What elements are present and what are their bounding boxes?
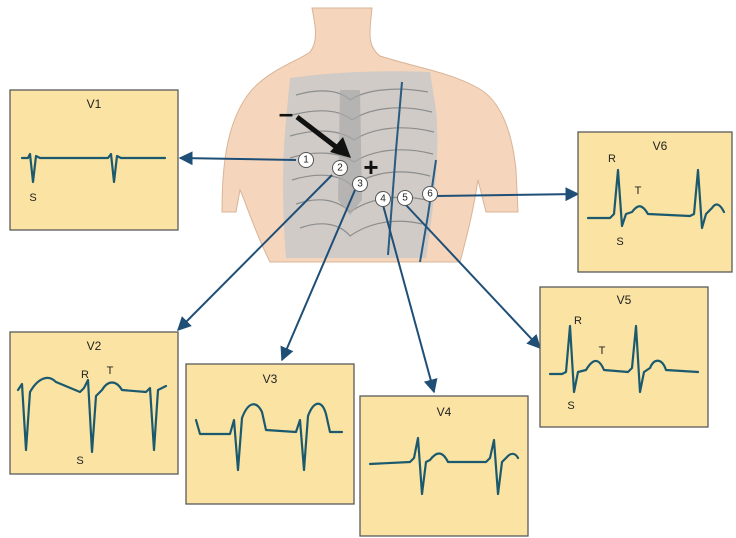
wave-label-v5-t: T [599,345,606,357]
lead-title-v3: V3 [263,372,278,386]
wave-label-v5-r: R [574,315,582,327]
positive-sign: + [363,152,378,182]
wave-label-v6-r: R [608,153,616,165]
lead-title-v6: V6 [653,139,668,153]
arrow-to-v5 [405,204,540,348]
svg-text:1: 1 [303,155,309,166]
wave-label-v6-t: T [635,185,642,197]
lead-panel-v3: V3 [186,364,354,504]
lead-panel-v4: V4 [360,396,528,536]
electrode-2: 2 [333,161,348,176]
electrode-4: 4 [376,192,391,207]
wave-label-v2-s: S [76,455,83,467]
lead-title-v5: V5 [617,293,632,307]
lead-panel-v6: V6 R T S [578,132,732,272]
electrode-3: 3 [353,177,368,192]
wave-label-v5-s: S [567,400,574,412]
wave-label-v6-s: S [616,236,623,248]
wave-label-v2-t: T [107,365,114,377]
lead-title-v2: V2 [87,339,102,353]
wave-label-v1-s: S [29,192,36,204]
svg-text:6: 6 [427,189,433,200]
lead-panel-v1: V1 S [10,90,178,230]
wave-label-v2-r: R [81,369,89,381]
svg-text:2: 2 [337,163,343,174]
svg-text:3: 3 [357,179,363,190]
lead-panel-v5-box [540,287,708,427]
torso-illustration [222,8,518,262]
electrode-5: 5 [398,191,413,206]
lead-panel-v5: V5 R T S [540,287,708,427]
svg-text:4: 4 [380,194,386,205]
electrode-1: 1 [299,153,314,168]
negative-sign: – [279,98,293,128]
lead-panel-v6-box [578,132,732,272]
lead-title-v4: V4 [437,405,452,419]
lead-title-v1: V1 [87,97,102,111]
lead-panel-v2: V2 R T S [10,332,178,474]
lead-panel-v2-box [10,332,178,474]
electrode-6: 6 [423,187,438,202]
svg-text:5: 5 [402,193,408,204]
